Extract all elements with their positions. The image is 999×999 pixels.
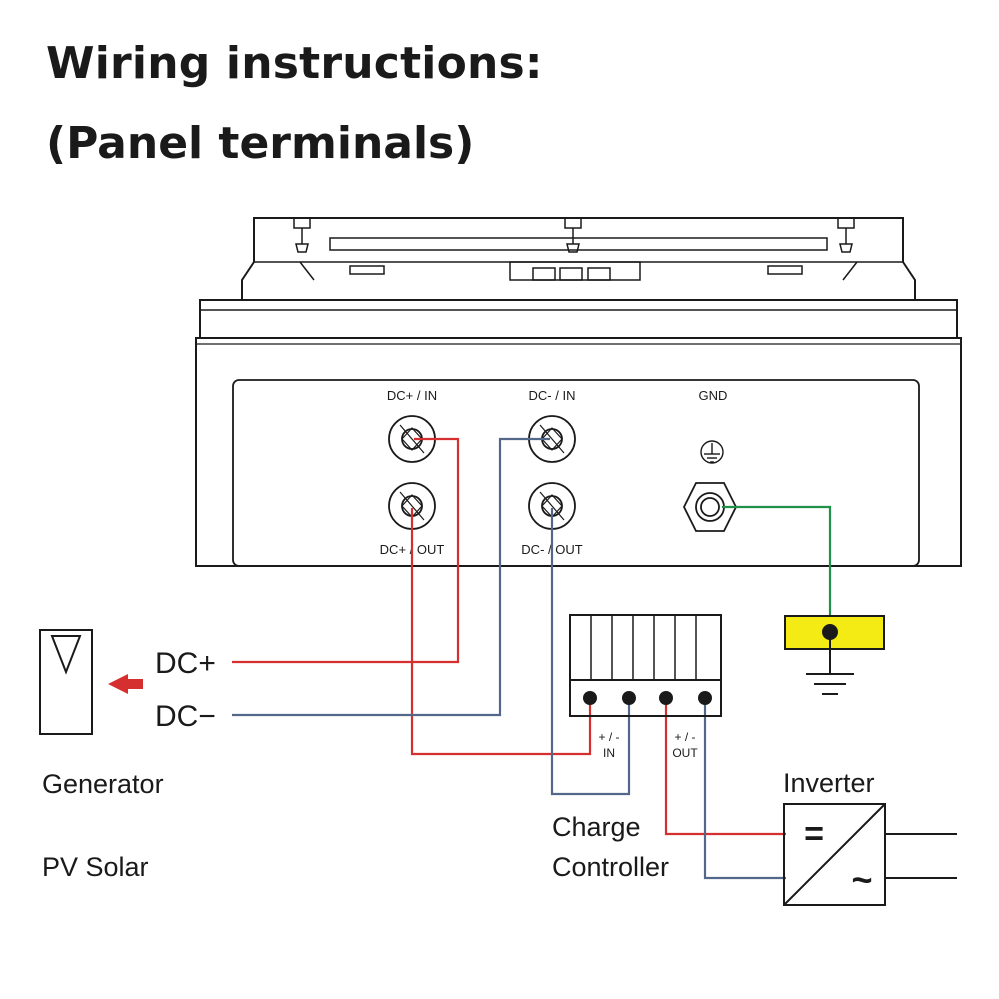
connector-dc-minus-in <box>528 415 576 463</box>
earth-bar <box>784 615 885 674</box>
earth-ground-icon <box>806 673 854 695</box>
cc-out-polarity: + / - <box>674 730 695 744</box>
wire-dc-minus-out <box>550 508 631 796</box>
generator-type-label: PV Solar <box>42 852 149 882</box>
ground-symbol-icon <box>700 440 724 464</box>
inverter-icon <box>783 803 957 906</box>
wire-dc-plus-out <box>410 508 592 756</box>
cc-in-polarity: + / - <box>598 730 619 744</box>
wire-dc-minus-in <box>232 437 550 717</box>
junction-box <box>195 217 962 567</box>
inverter-ac-symbol: ~ <box>851 859 872 900</box>
page-title: Wiring instructions: <box>46 38 543 89</box>
wire-cc-minus-out <box>703 698 786 880</box>
wire-cc-plus-out <box>664 698 786 836</box>
charge-controller <box>569 614 722 717</box>
wire-dc-plus-in <box>232 437 460 664</box>
generator-dc-plus-label: DC+ <box>155 647 216 680</box>
label-dc-minus-in: DC- / IN <box>529 388 576 403</box>
wire-gnd <box>722 505 832 632</box>
cc-label-line2: Controller <box>552 852 669 882</box>
cc-in-label: IN <box>603 746 615 760</box>
label-dc-plus-in: DC+ / IN <box>387 388 437 403</box>
pv-panel-icon <box>39 629 93 735</box>
arrow-left-icon <box>108 674 143 694</box>
generator-dc-minus-label: DC− <box>155 700 216 733</box>
label-gnd: GND <box>699 388 728 403</box>
inverter-label: Inverter <box>783 768 875 798</box>
cc-out-label: OUT <box>672 746 698 760</box>
generator-label: Generator <box>42 769 164 799</box>
inverter-dc-symbol: = <box>804 815 824 853</box>
charge-controller-terminals <box>583 691 712 705</box>
page-subtitle: (Panel terminals) <box>46 118 475 169</box>
cc-label-line1: Charge <box>552 812 641 842</box>
